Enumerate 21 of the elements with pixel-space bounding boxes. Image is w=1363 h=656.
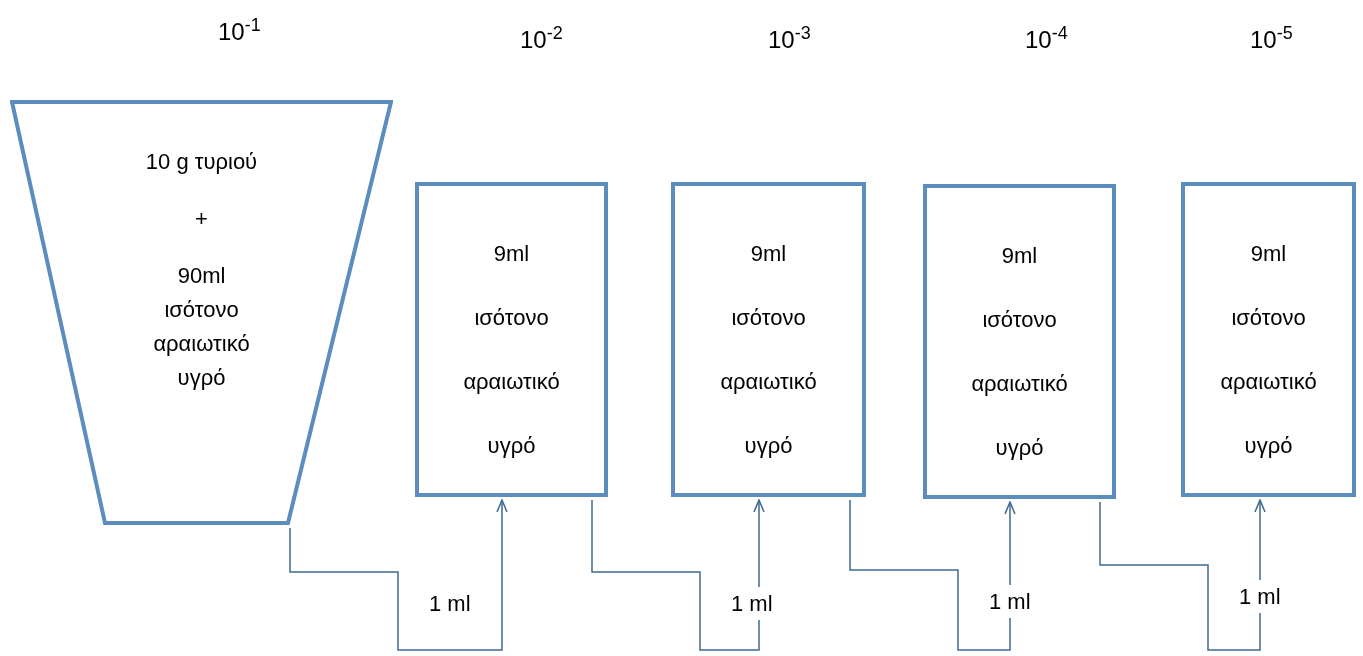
dilution-label: 10$^{-3}$	[768, 22, 811, 55]
node-text: 9ml ισότονο αραιωτικό υγρό	[719, 239, 818, 460]
arrow	[849, 499, 1016, 651]
trapezoid-container	[10, 100, 393, 525]
arrow	[1099, 499, 1266, 651]
arrow	[289, 499, 508, 651]
node-text: 10 g τυριού	[145, 148, 258, 176]
node-text: 9ml ισότονο αραιωτικό υγρό	[970, 241, 1069, 462]
node-text: 9ml ισότονο αραιωτικό υγρό	[1219, 239, 1318, 460]
tube-box	[1181, 182, 1356, 497]
dilution-label: 10$^{-5}$	[1250, 22, 1293, 55]
node-text: 9ml ισότονο αραιωτικό υγρό	[462, 239, 561, 460]
node-text: 90ml ισότονο αραιωτικό υγρό	[152, 262, 251, 392]
dilution-label: 10$^{-4}$	[1025, 22, 1068, 55]
arrow	[591, 499, 765, 651]
dilution-label: 10$^{-2}$	[520, 22, 563, 55]
tube-box	[671, 182, 866, 497]
tube-box	[415, 182, 608, 497]
node-text: +	[195, 205, 208, 233]
dilution-label: 10$^{-1}$	[218, 14, 261, 47]
tube-box	[923, 184, 1116, 499]
